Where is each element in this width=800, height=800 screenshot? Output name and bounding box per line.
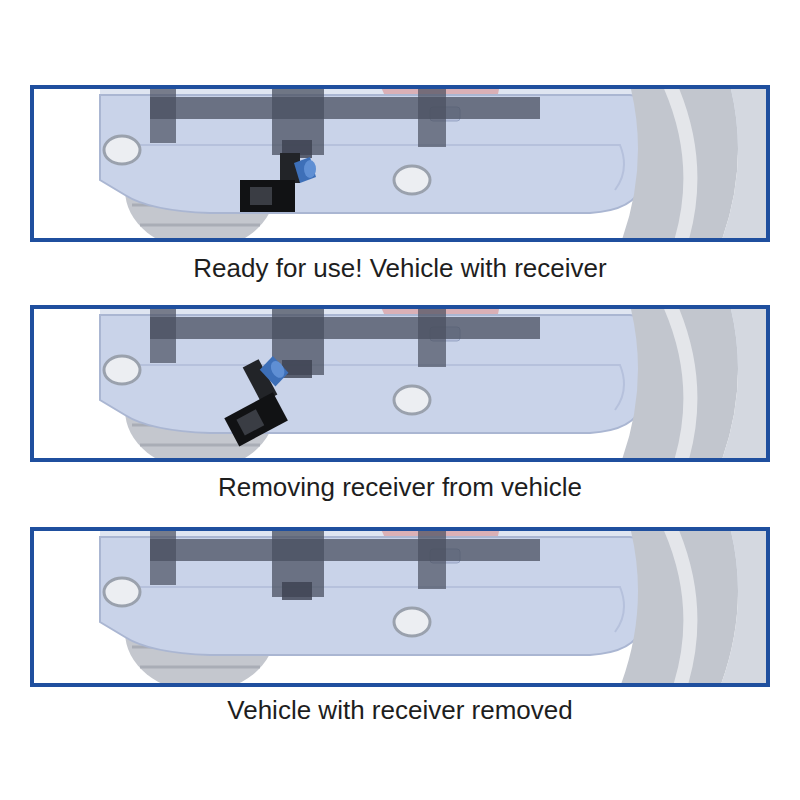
panel: Removing receiver from vehicle [30, 305, 770, 507]
caption: Vehicle with receiver removed [30, 694, 770, 726]
panel-frame [30, 527, 770, 687]
panel-frame [30, 305, 770, 462]
panel: Vehicle with receiver removed [30, 527, 770, 730]
caption: Ready for use! Vehicle with receiver [30, 252, 770, 284]
caption: Removing receiver from vehicle [30, 471, 770, 503]
panel-frame [30, 85, 770, 242]
panel: Ready for use! Vehicle with receiver [30, 85, 770, 288]
